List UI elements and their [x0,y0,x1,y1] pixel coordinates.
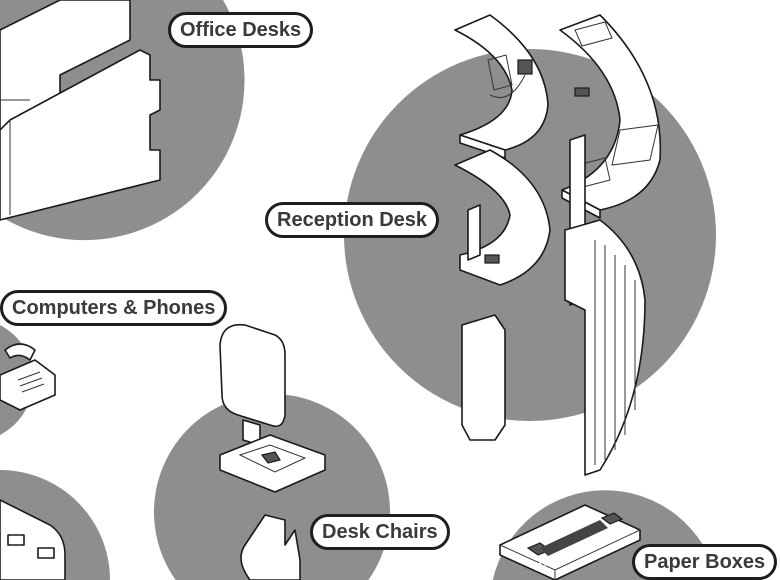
label-computers-phones[interactable]: Computers & Phones [0,290,228,326]
office-desk-illustration [0,0,161,221]
reception-desk-illustration [454,14,662,476]
label-reception-desk[interactable]: Reception Desk [265,202,440,238]
label-paper-boxes[interactable]: Paper Boxes [632,544,778,580]
desk-chair-illustration [219,323,326,580]
paper-box-illustration [499,504,641,580]
label-office-desks[interactable]: Office Desks [168,12,314,48]
phone-illustration [0,343,56,411]
cabinet-illustration [0,499,66,580]
label-desk-chairs[interactable]: Desk Chairs [310,514,450,550]
